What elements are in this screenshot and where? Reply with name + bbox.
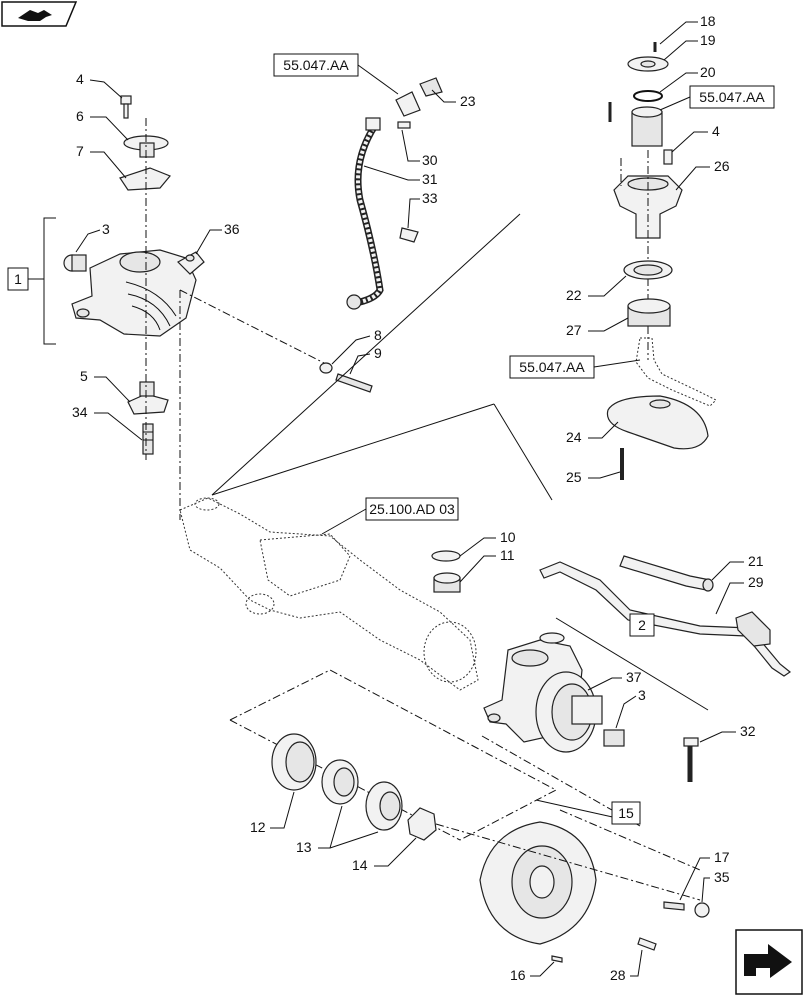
svg-text:25.100.AD 03: 25.100.AD 03 — [369, 501, 455, 517]
callout-label: 17 — [714, 849, 730, 865]
callout-label: 32 — [740, 723, 756, 739]
callout-label: 3 — [102, 221, 110, 237]
callout-label: 26 — [714, 158, 730, 174]
callout-label: 4 — [712, 123, 720, 139]
callout-label: 9 — [374, 345, 382, 361]
callout-label: 18 — [700, 13, 716, 29]
callout-label: 35 — [714, 869, 730, 885]
callout-label: 13 — [296, 839, 312, 855]
svg-text:15: 15 — [618, 805, 634, 821]
svg-text:55.047.AA: 55.047.AA — [283, 57, 349, 73]
callout-label: 7 — [76, 143, 84, 159]
hub-assembly — [229, 669, 710, 963]
svg-text:55.047.AA: 55.047.AA — [519, 359, 585, 375]
callout-label: 3 — [638, 687, 646, 703]
callout-label: 31 — [422, 171, 438, 187]
callout-label: 10 — [500, 529, 516, 545]
group-box-15[interactable]: 15 — [611, 801, 641, 825]
reference-box-55047aa-right[interactable]: 55.047.AA — [689, 85, 775, 109]
knuckle-assembly-lower — [483, 632, 699, 782]
pipe-assembly — [539, 555, 792, 677]
svg-text:1: 1 — [14, 271, 22, 287]
callout-label: 30 — [422, 152, 438, 168]
callout-label: 12 — [250, 819, 266, 835]
callout-label: 36 — [224, 221, 240, 237]
reference-box-55047aa-top[interactable]: 55.047.AA — [273, 53, 359, 77]
callout-label: 11 — [500, 547, 515, 563]
group-box-1[interactable]: 1 — [7, 267, 29, 291]
callout-label: 4 — [76, 71, 84, 87]
callout-label: 19 — [700, 32, 716, 48]
callout-label: 14 — [352, 857, 368, 873]
callout-label: 23 — [460, 93, 476, 109]
callout-label: 20 — [700, 64, 716, 80]
callout-label: 6 — [76, 108, 84, 124]
next-page-arrow-icon[interactable] — [735, 929, 803, 995]
reference-box-25100ad03[interactable]: 25.100.AD 03 — [365, 497, 459, 521]
group-box-2[interactable]: 2 — [629, 613, 655, 637]
callout-label: 27 — [566, 322, 582, 338]
callout-label: 29 — [748, 574, 764, 590]
callout-label: 28 — [610, 967, 626, 983]
callout-label: 24 — [566, 429, 582, 445]
callout-label: 34 — [72, 404, 88, 420]
callout-label: 22 — [566, 287, 582, 303]
reference-box-55047aa-mid[interactable]: 55.047.AA — [509, 355, 595, 379]
callout-label: 25 — [566, 469, 582, 485]
hand-arrow-icon[interactable] — [1, 1, 78, 27]
callout-labels: 4 6 7 3 36 5 34 8 9 23 30 31 33 — [72, 13, 764, 983]
svg-text:55.047.AA: 55.047.AA — [699, 89, 765, 105]
knuckle-assembly-upper — [63, 95, 373, 520]
axle-housing — [179, 213, 553, 691]
callout-label: 5 — [80, 368, 88, 384]
svg-text:2: 2 — [638, 617, 646, 633]
hose-assembly — [346, 77, 443, 310]
callout-label: 33 — [422, 190, 438, 206]
callout-label: 16 — [510, 967, 526, 983]
callout-label: 37 — [626, 669, 642, 685]
callout-label: 8 — [374, 327, 382, 343]
kingpin-assembly — [606, 42, 717, 480]
callout-label: 21 — [748, 553, 764, 569]
